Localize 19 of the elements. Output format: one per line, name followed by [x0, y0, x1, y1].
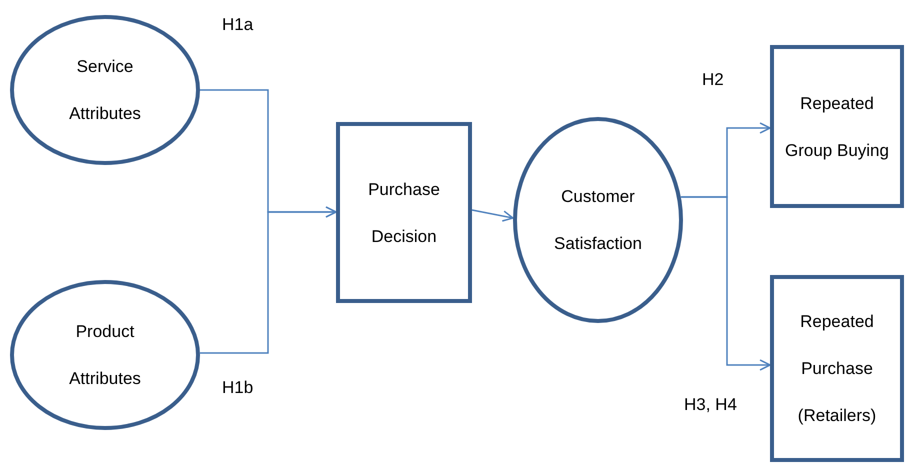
node-label: Purchase Decision — [367, 178, 441, 248]
hypothesis-label: H3, H4 — [684, 395, 737, 415]
node-label: Product Attributes — [68, 321, 142, 390]
ellipse-node — [10, 280, 200, 430]
rectangle-node — [336, 122, 472, 303]
node-label: Repeated Purchase (Retailers) — [796, 311, 878, 427]
hypothesis-label: H2 — [702, 70, 724, 90]
arrow — [680, 196, 771, 371]
node-label: Service Attributes — [68, 56, 142, 125]
node-label: Repeated Group Buying — [784, 92, 890, 162]
rectangle-node — [770, 45, 904, 208]
ellipse-node — [513, 117, 683, 323]
hypothesis-label: H1a — [222, 15, 254, 35]
arrow — [472, 209, 514, 222]
arrow — [200, 206, 337, 354]
ellipse-node — [10, 15, 200, 165]
node-label: Customer Satisfaction — [553, 186, 643, 255]
rectangle-node — [770, 275, 904, 462]
hypothesis-label: H1b — [222, 378, 254, 398]
